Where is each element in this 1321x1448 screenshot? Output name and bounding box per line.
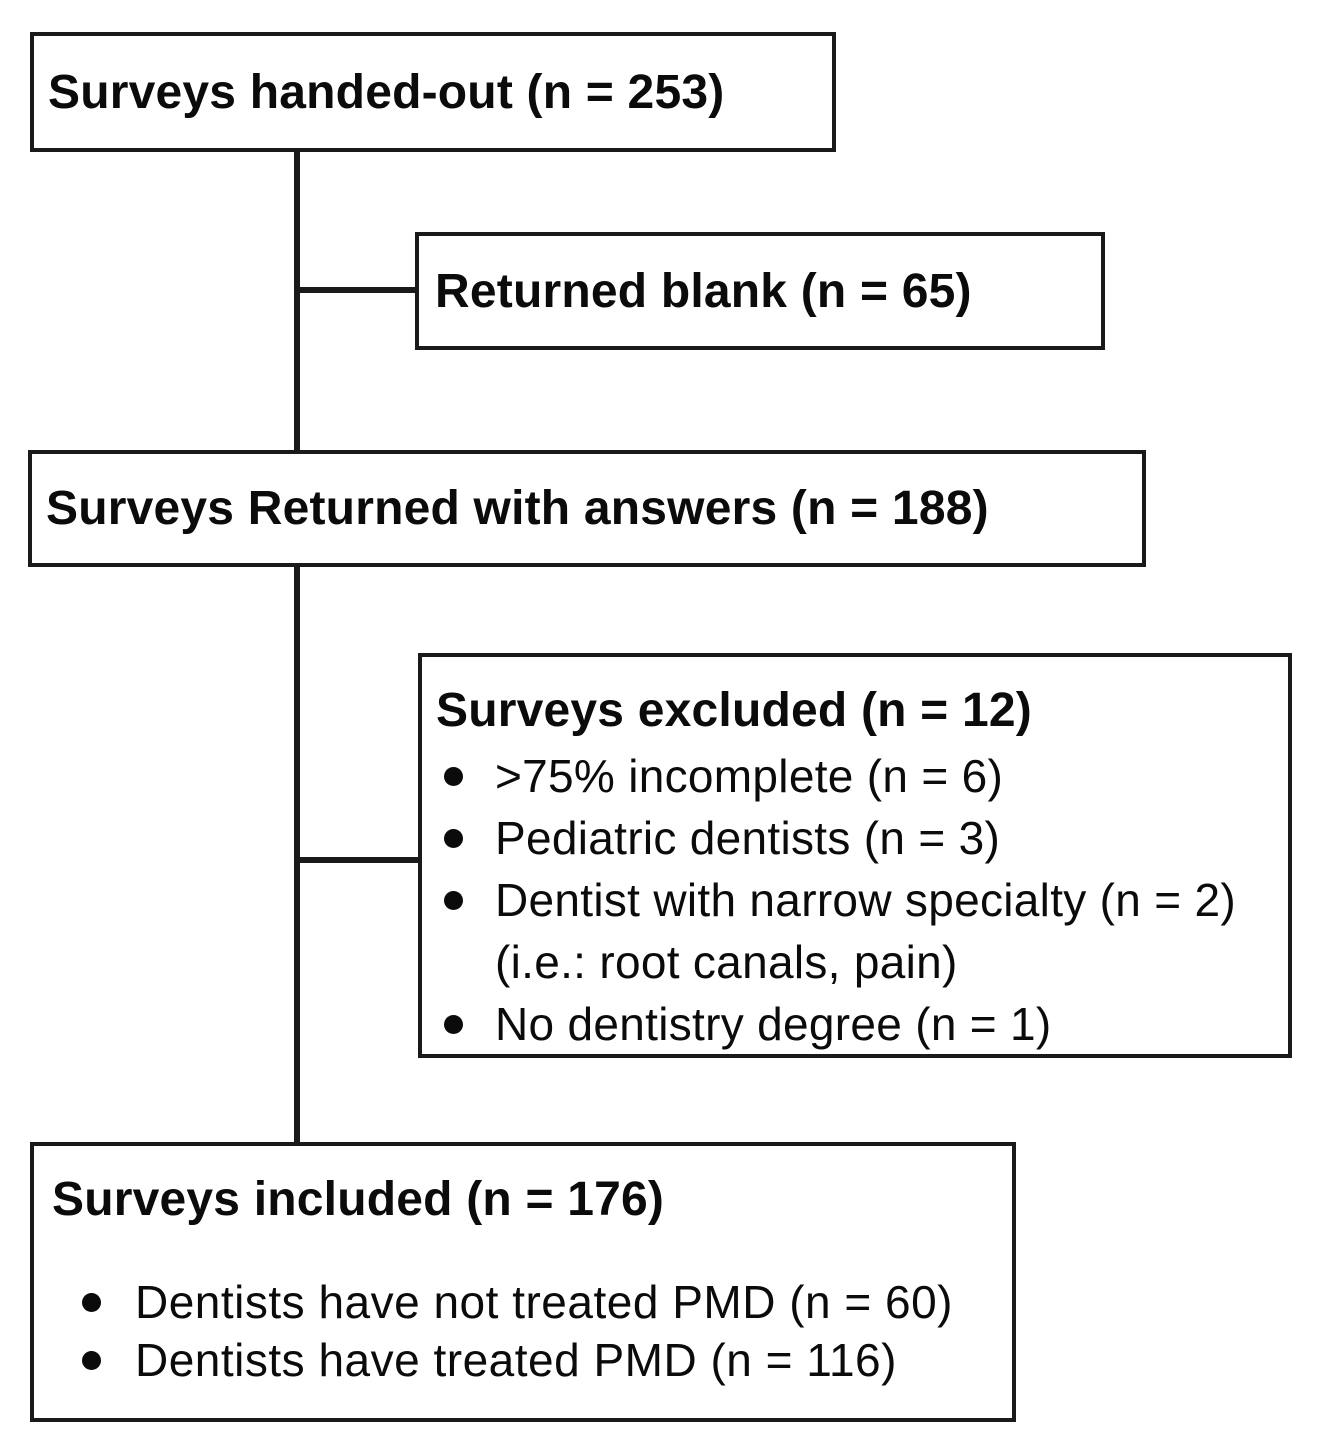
box-surveys-handed-out: Surveys handed-out (n = 253)	[30, 32, 836, 152]
bullet-icon	[82, 1350, 101, 1370]
box-surveys-excluded: Surveys excluded (n = 12) >75% incomplet…	[418, 653, 1292, 1058]
excluded-item-text: >75% incomplete (n = 6)	[495, 750, 1004, 802]
included-item: Dentists have not treated PMD (n = 60)	[52, 1273, 1002, 1331]
excluded-item: Dentist with narrow specialty (n = 2)	[436, 869, 1272, 931]
excluded-item: No dentistry degree (n = 1)	[436, 993, 1272, 1055]
box-surveys-returned-with-answers: Surveys Returned with answers (n = 188)	[28, 450, 1146, 567]
bullet-icon	[82, 1292, 101, 1312]
surveys-excluded-title: Surveys excluded (n = 12)	[436, 684, 1032, 737]
connector-excluded-line	[294, 857, 418, 863]
box-surveys-included: Surveys included (n = 176) Dentists have…	[30, 1142, 1016, 1422]
excluded-item-note: (i.e.: root canals, pain)	[436, 931, 1272, 993]
bullet-icon	[444, 766, 463, 786]
excluded-item: Pediatric dentists (n = 3)	[436, 807, 1272, 869]
surveys-returned-with-answers-label: Surveys Returned with answers (n = 188)	[46, 482, 989, 535]
excluded-item-note-text: (i.e.: root canals, pain)	[495, 936, 958, 988]
included-item: Dentists have treated PMD (n = 116)	[52, 1331, 1002, 1389]
excluded-item-text: No dentistry degree (n = 1)	[495, 998, 1052, 1050]
excluded-item-text: Dentist with narrow specialty (n = 2)	[495, 874, 1236, 926]
returned-blank-label: Returned blank (n = 65)	[435, 264, 972, 318]
bullet-icon	[444, 890, 463, 910]
connector-returned-blank-line	[294, 287, 415, 293]
included-item-text: Dentists have treated PMD (n = 116)	[135, 1334, 897, 1386]
included-item-text: Dentists have not treated PMD (n = 60)	[135, 1276, 954, 1328]
bullet-icon	[444, 1014, 463, 1034]
connector-vertical-line	[294, 152, 300, 1142]
excluded-item: >75% incomplete (n = 6)	[436, 745, 1272, 807]
surveys-handed-out-label: Surveys handed-out (n = 253)	[48, 65, 725, 119]
box-returned-blank: Returned blank (n = 65)	[415, 232, 1105, 350]
surveys-included-title: Surveys included (n = 176)	[52, 1173, 665, 1226]
excluded-item-text: Pediatric dentists (n = 3)	[495, 812, 1001, 864]
bullet-icon	[444, 828, 463, 848]
